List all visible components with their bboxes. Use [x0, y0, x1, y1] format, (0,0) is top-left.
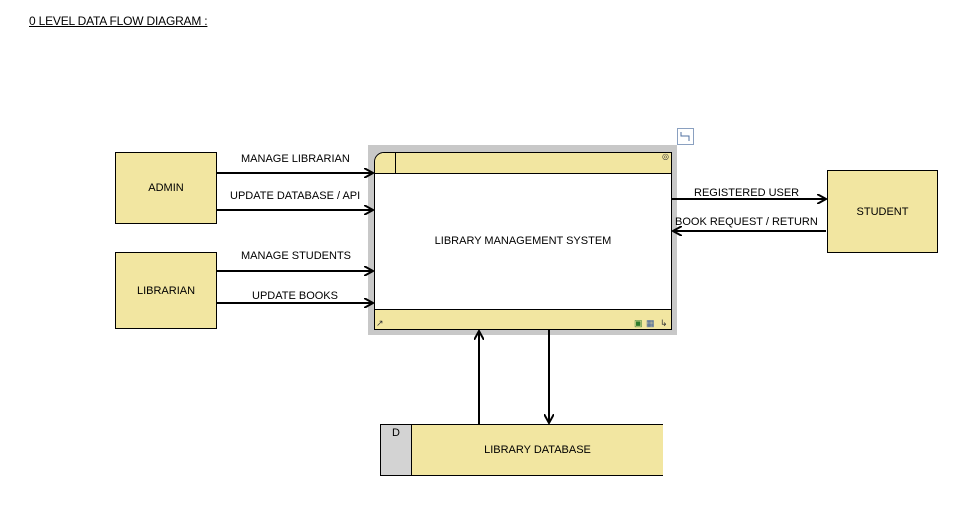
flow-label-manage-students: MANAGE STUDENTS [241, 250, 352, 262]
process-id-cell [375, 153, 396, 173]
model-element-icon[interactable]: ▣ [634, 318, 643, 328]
connector-handle-icon[interactable] [677, 128, 694, 145]
entity-admin[interactable]: ADMIN [115, 152, 217, 224]
datastore-id: D [380, 424, 412, 476]
flow-label-update-database: UPDATE DATABASE / API [230, 190, 361, 202]
entity-student[interactable]: STUDENT [827, 170, 938, 253]
resize-handle-icon[interactable]: ↳ [660, 318, 668, 328]
flow-label-registered-user: REGISTERED USER [694, 187, 800, 199]
process-name: LIBRARY MANAGEMENT SYSTEM [434, 235, 612, 247]
flow-label-update-books: UPDATE BOOKS [252, 290, 338, 302]
datastore-name: LIBRARY DATABASE [412, 424, 663, 476]
flow-label-manage-librarian: MANAGE LIBRARIAN [241, 153, 350, 165]
datastore-library-database[interactable]: D LIBRARY DATABASE [380, 424, 663, 476]
expand-arrow-icon[interactable]: ↗ [376, 318, 384, 328]
process-library-management-system[interactable]: LIBRARY MANAGEMENT SYSTEM [374, 152, 672, 330]
diagram-title: 0 LEVEL DATA FLOW DIAGRAM : [29, 14, 208, 28]
corner-marker-icon: ◎ [662, 152, 669, 161]
flow-label-book-request: BOOK REQUEST / RETURN [675, 216, 818, 228]
process-header [375, 153, 671, 174]
reference-icon[interactable]: ▦ [646, 318, 655, 328]
process-footer [375, 309, 671, 329]
entity-librarian[interactable]: LIBRARIAN [115, 252, 217, 329]
